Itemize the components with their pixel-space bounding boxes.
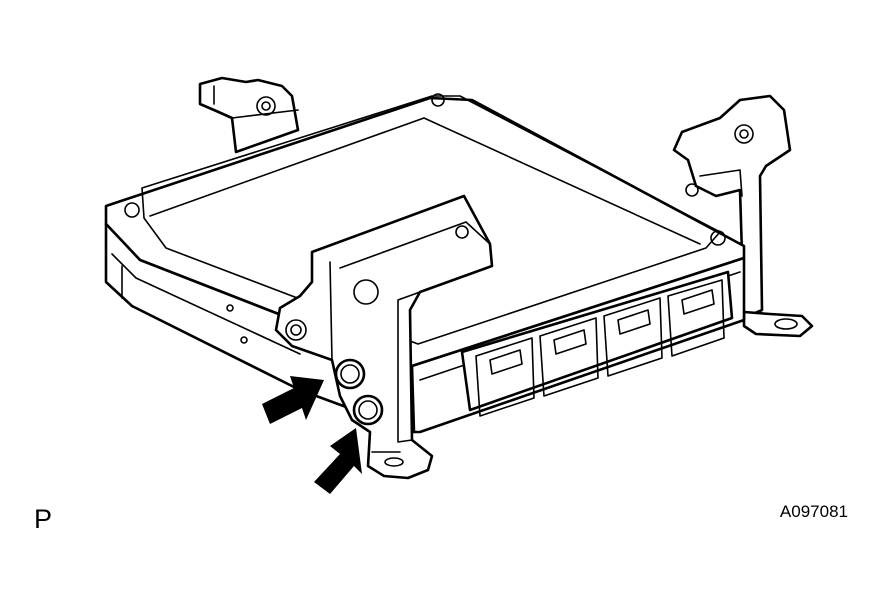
rear-right-bracket — [672, 94, 814, 338]
ecu-connectors — [460, 270, 734, 417]
arrow-icon — [262, 376, 324, 424]
figure-code: A097081 — [779, 502, 848, 521]
view-letter: P — [34, 504, 53, 534]
rear-left-bracket — [198, 76, 300, 154]
front-bracket — [274, 194, 494, 480]
bolt-lower — [352, 394, 384, 426]
bolt-upper — [334, 358, 366, 390]
arrow-icon — [314, 428, 362, 494]
